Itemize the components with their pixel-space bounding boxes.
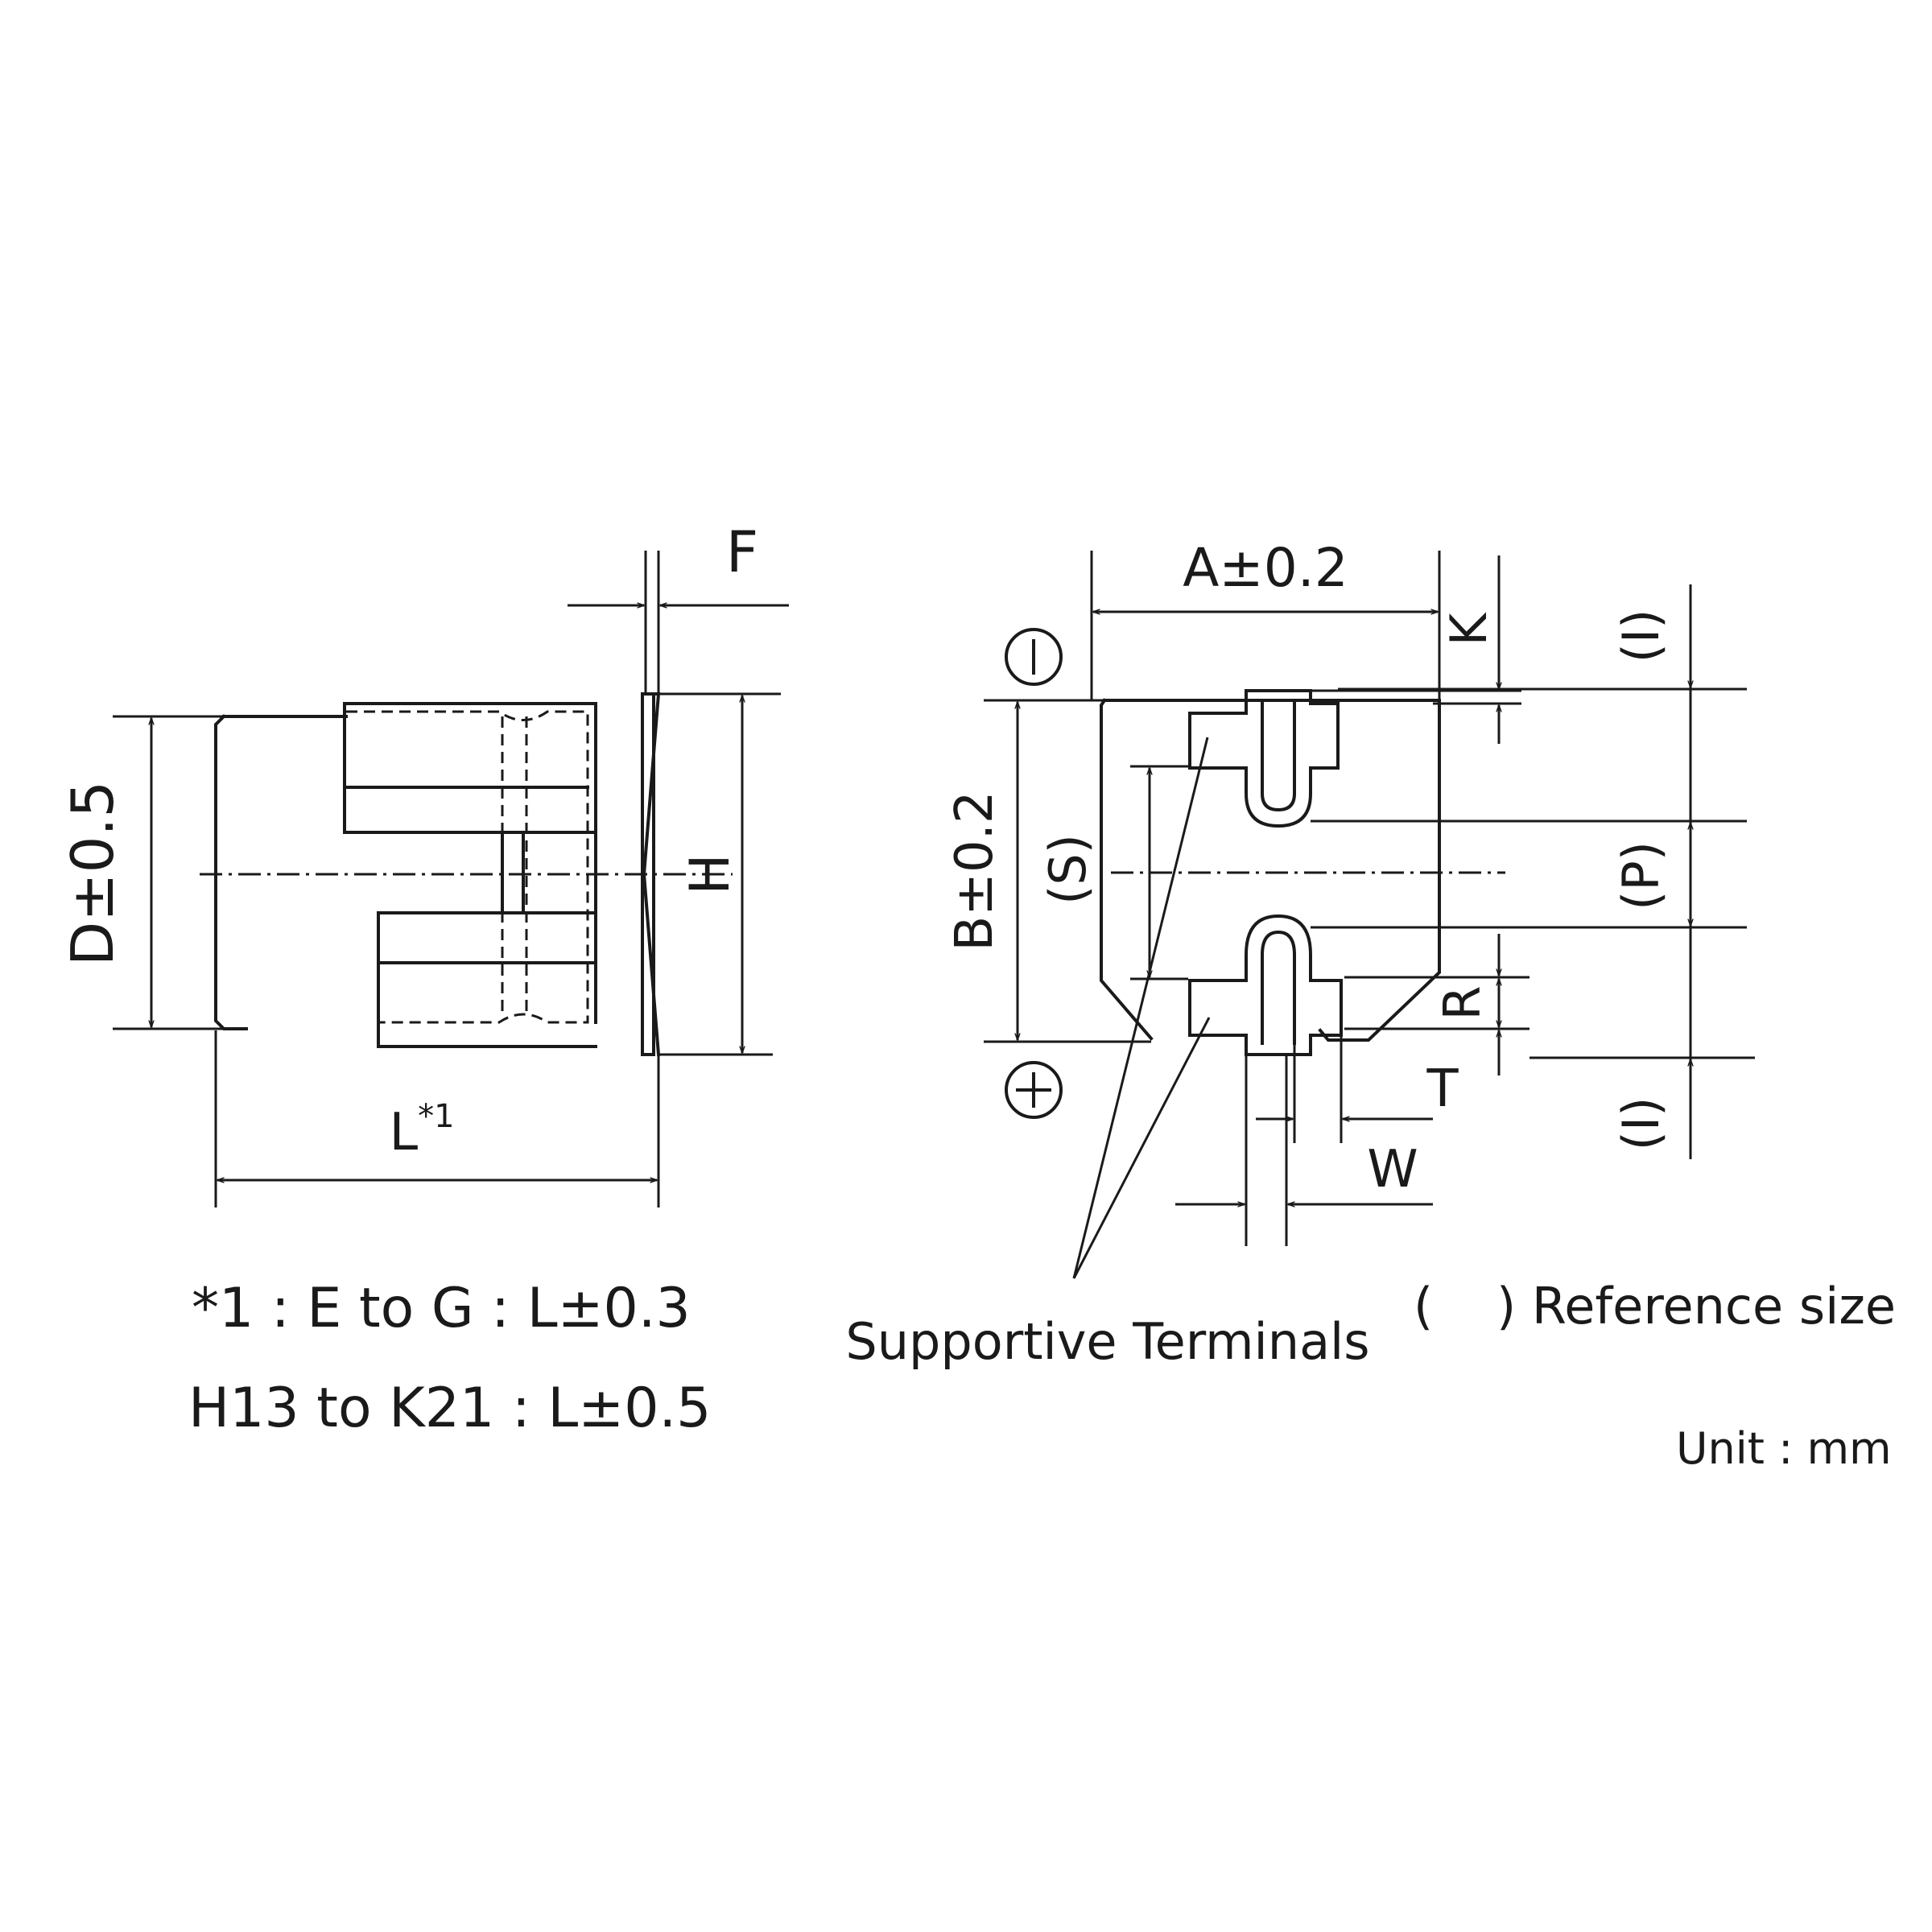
note-line-2: H13 to K21 : L±0.5 [188,1377,711,1440]
dim-T-label: T [1426,1059,1459,1119]
bottom-view: A±0.2 B±0.2 (S) K R T W [845,537,1755,1371]
upper-terminal-block [343,702,597,1024]
unit-note: Unit : mm [1676,1423,1892,1474]
reference-size-note: ( ) Reference size [1414,1277,1896,1335]
internal-lead-hidden-line [346,710,589,1024]
bottom-terminal [1188,914,1343,1056]
dim-I-top-label: (I) [1612,609,1670,663]
dim-K-label: K [1439,612,1498,646]
seat-plate [641,692,661,1057]
minus-polarity-icon [1005,628,1063,686]
dim-P-label: (P) [1612,841,1670,910]
dim-H-label: H [679,853,742,894]
dim-W-label: W [1367,1140,1418,1199]
base-plate-outline [1100,698,1441,1042]
dim-A-label: A±0.2 [1183,537,1348,599]
dim-I-bottom-label: (I) [1612,1097,1670,1151]
note-line-1: *1 : E to G : L±0.3 [192,1277,691,1340]
dim-D-label: D±0.5 [59,781,126,966]
side-view: D±0.5 H F L*1 [59,519,789,1208]
top-terminal [1188,689,1340,828]
lower-terminal-block [377,832,597,1048]
plus-polarity-icon [1005,1061,1063,1119]
notes: *1 : E to G : L±0.3 H13 to K21 : L±0.5 (… [188,1277,1896,1474]
dim-R-label: R [1433,985,1492,1020]
supportive-terminals-label: Supportive Terminals [845,1312,1369,1371]
dim-F-label: F [726,519,758,585]
dim-L-label: L*1 [389,1098,454,1162]
capacitor-body-outline [214,714,348,1030]
supportive-leader-1 [1072,737,1209,1279]
supportive-leader-2 [1072,1017,1211,1279]
dim-S-label: (S) [1038,834,1097,905]
dim-B-label: B±0.2 [945,791,1005,951]
